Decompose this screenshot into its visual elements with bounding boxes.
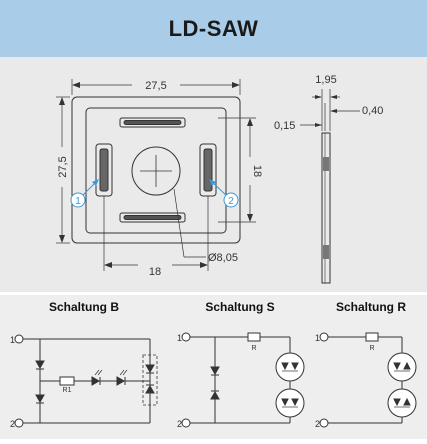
left-contact-inner [99,148,109,192]
divider [0,292,427,295]
circuit-s-title: Schaltung S [205,300,274,314]
side-left-label: 0,15 [274,120,295,132]
circuit-b-terminal-2: 2 [10,419,15,429]
circuit-s-resistor-label: R [251,345,256,352]
width-dimension-label: 27,5 [145,80,166,92]
callout-1-label: 1 [75,196,81,207]
circuit-b [14,334,158,428]
circuit-b-terminal-1: 1 [10,335,15,345]
circuit-r [319,332,417,428]
bottom-width-dimension-label: 18 [149,266,161,278]
top-slot-inner [123,120,182,125]
inner-plate [85,107,227,234]
callout-2-label: 2 [228,196,234,207]
bottom-slot-inner [123,215,182,220]
circuits-svg: Schaltung B [10,300,417,429]
technical-drawing: 27,5 27,5 18 18 Ø8,05 1 2 [0,57,427,292]
circuit-r-terminal-2: 2 [315,419,320,429]
callout-1-circle [70,192,86,208]
product-title: LD-SAW [168,15,259,41]
front-view [56,79,256,271]
top-slot [119,117,186,128]
title-bar: LD-SAW [0,0,427,57]
circuit-r-title: Schaltung R [336,300,406,314]
height-dimension-label: 27,5 [57,156,69,177]
circuit-r-resistor-label: R [369,345,374,352]
circuit-s-terminal-2: 2 [177,419,182,429]
drawing-svg: 27,5 27,5 18 18 Ø8,05 1 2 [56,74,383,284]
diameter-label: Ø8,05 [208,252,238,264]
outer-plate [71,96,241,244]
center-hole [131,146,181,196]
side-top-label: 1,95 [315,74,336,86]
circuit-diagrams: Schaltung B [0,295,427,439]
bottom-slot [119,212,186,223]
side-profile [321,132,331,284]
circuit-r-terminal-1: 1 [315,333,320,343]
right-contact-inner [203,148,213,192]
circuit-b-resistor-label: R1 [63,387,72,394]
side-right-label: 0,40 [362,105,383,117]
circuit-b-title: Schaltung B [49,300,119,314]
callout-2-circle [223,192,239,208]
inner-height-dimension-label: 18 [251,165,263,177]
circuit-s [181,332,305,428]
circuit-s-terminal-1: 1 [177,333,182,343]
side-view [300,89,360,284]
